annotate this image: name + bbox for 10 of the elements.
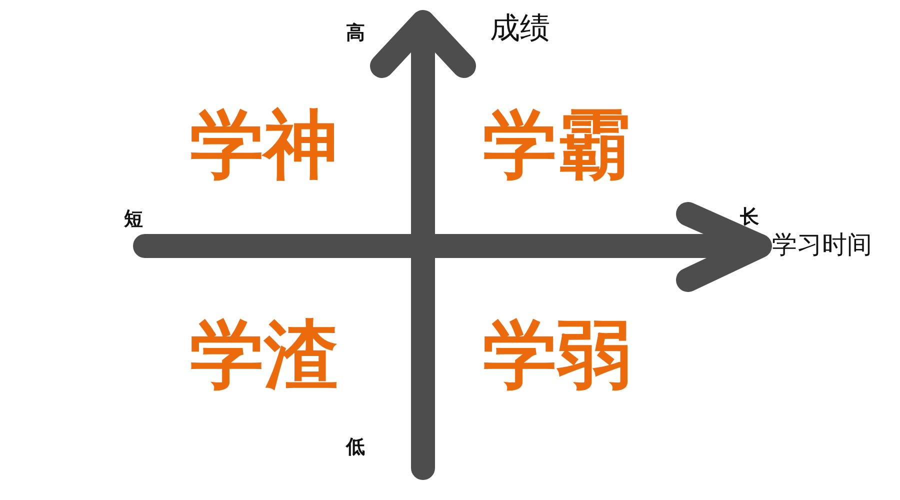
axis-short-label: 短 [124, 210, 143, 229]
quadrant-label: 学神 [190, 108, 338, 182]
axis-long-label: 长 [740, 208, 759, 227]
quadrant-label: 学霸 [483, 108, 631, 182]
quadrant-label: 学弱 [483, 318, 631, 392]
quadrant-label: 学渣 [190, 318, 338, 392]
axis-high-label: 高 [346, 24, 365, 43]
axis-low-label: 低 [346, 438, 365, 457]
axis-title: 学习时间 [772, 232, 872, 257]
axis-title: 成绩 [490, 14, 550, 44]
